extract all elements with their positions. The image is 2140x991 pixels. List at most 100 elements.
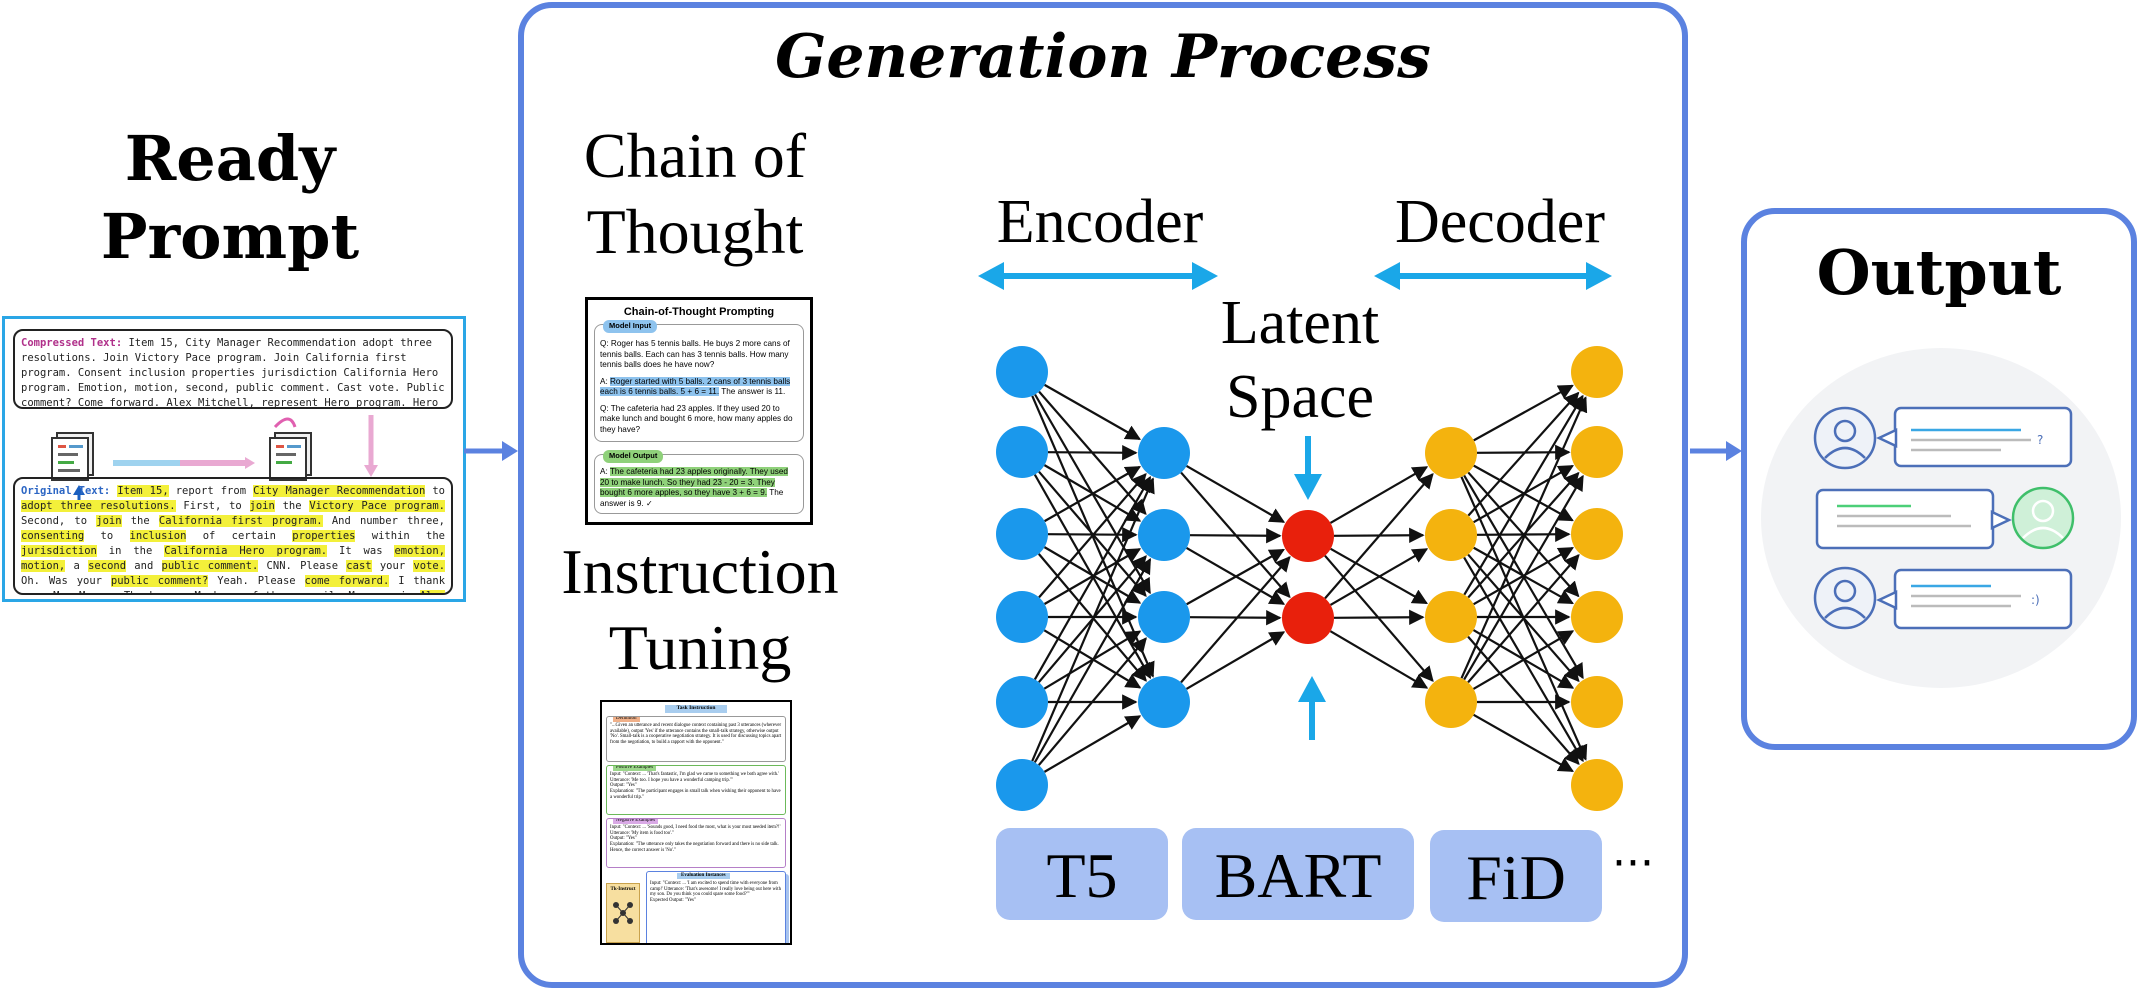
- highlighted-token: public comment?: [110, 575, 209, 587]
- latent-node: [1282, 510, 1334, 562]
- plain-token: and: [126, 560, 162, 572]
- cot-q2: Q: The cafeteria had 23 apples. If they …: [600, 403, 793, 434]
- highlighted-token: consenting: [21, 530, 85, 542]
- network-edge: [1329, 548, 1429, 606]
- cot-input-box: Model Input Q: Roger has 5 tennis balls.…: [594, 320, 804, 442]
- network-edge: [1472, 630, 1575, 690]
- chat-bubble-1: ?: [1876, 406, 2073, 468]
- it-eval-row: Tk-Instruct Evaluation Instances Input: …: [606, 870, 786, 943]
- output-node: [1571, 759, 1623, 811]
- it-positive-input: Input: "Context: ... 'That's fantastic, …: [610, 771, 780, 783]
- plain-token: to: [425, 485, 445, 497]
- it-positive-expl: Explanation: "The participant engages in…: [610, 789, 781, 800]
- instruction-card: Task Instruction Definition "...Given an…: [600, 700, 792, 945]
- plain-token: in the: [96, 545, 165, 557]
- output-title: Output: [1816, 236, 2062, 309]
- network-edge: [1044, 465, 1142, 523]
- network-edge: [1467, 553, 1580, 684]
- plain-token: Yeah. Please: [208, 575, 305, 587]
- original-text-box: Original Text: Item 15, report from City…: [13, 477, 453, 595]
- cot-card: Chain-of-Thought Prompting Model Input Q…: [585, 297, 813, 525]
- plain-token: to: [84, 530, 130, 542]
- model-bart-label: BART: [1214, 840, 1382, 911]
- it-eval-input: Input: "Context: ... 'I am excited to sp…: [650, 880, 781, 898]
- plain-token: First, to: [175, 500, 250, 512]
- network-edge: [1033, 475, 1152, 680]
- it-negative-tag: Negative Examples: [613, 818, 659, 824]
- cot-a1-suffix: The answer is 11.: [719, 387, 786, 396]
- instruction-tuning-label: Instruction Tuning: [530, 534, 870, 686]
- it-positive-tag: Positive Examples: [613, 765, 657, 771]
- plain-token: the: [274, 500, 310, 512]
- highlighted-token: come forward.: [304, 575, 390, 587]
- highlighted-token: cast: [346, 560, 372, 572]
- highlighted-token: Victory Pace program.: [309, 500, 445, 512]
- plain-token: report from: [168, 485, 254, 497]
- encoder-hidden-node: [1138, 427, 1190, 479]
- cot-card-title: Chain-of-Thought Prompting: [623, 306, 775, 318]
- highlighted-token: California Hero program.: [164, 545, 328, 557]
- model-t5-label: T5: [1046, 840, 1118, 911]
- highlighted-token: second: [88, 560, 127, 572]
- latent-down-arrow: [1294, 436, 1322, 500]
- decoder-span-arrow: [1374, 262, 1612, 290]
- encoder-hidden-node: [1138, 676, 1190, 728]
- highlighted-token: vote.: [413, 560, 446, 572]
- ready-prompt-title: Ready Prompt: [40, 120, 420, 276]
- encoder-label: Encoder: [996, 188, 1204, 256]
- network-edge: [1467, 635, 1580, 766]
- input-node: [996, 591, 1048, 643]
- network-edge: [1473, 546, 1574, 606]
- it-eval-output: Expected Output: "Yes": [650, 898, 696, 904]
- plain-token: It was: [327, 545, 395, 557]
- ready-prompt-title-line1: Ready: [124, 122, 336, 195]
- network-edge: [1186, 548, 1285, 606]
- network-edge: [1185, 631, 1286, 690]
- chat-bubble-3: :): [1876, 568, 2073, 630]
- highlighted-token: California first program.: [158, 515, 323, 527]
- encoder-span-arrow: [978, 262, 1218, 290]
- generation-process-title: Generation Process: [775, 22, 1431, 92]
- compressed-text-label: Compressed Text:: [21, 337, 123, 349]
- cot-a2-suffix: The answer is 9. ✓: [600, 488, 784, 508]
- instruction-tuning-line2: Tuning: [608, 612, 792, 683]
- tk-instruct-label: Tk-Instruct: [610, 886, 636, 892]
- original-text-label: Original Text:: [21, 485, 111, 497]
- compressed-text-body: Item 15, City Manager Recommendation ado…: [21, 337, 445, 409]
- network-edge: [1463, 474, 1584, 681]
- output-node: [1571, 591, 1623, 643]
- cot-output-box: Model Output A: The cafeteria had 23 app…: [594, 450, 804, 514]
- tk-instruct-box: Tk-Instruct: [606, 882, 640, 943]
- cot-a1-prefix: A:: [600, 376, 611, 386]
- network-edge: [1329, 630, 1429, 689]
- plain-token: Oh. Was your: [21, 575, 111, 587]
- network-edge: [1043, 548, 1142, 605]
- model-fid-box: FiD: [1430, 830, 1602, 922]
- encoder-hidden-node: [1138, 591, 1190, 643]
- cot-input-tag: Model Input: [603, 320, 658, 333]
- decoder-hidden-node: [1425, 427, 1477, 479]
- input-node: [996, 508, 1048, 560]
- chat-bubble-2: [1815, 488, 2012, 550]
- cot-a2-prefix: A:: [600, 467, 610, 476]
- cot-q1: Q: Roger has 5 tennis balls. He buys 2 m…: [600, 339, 790, 369]
- highlighted-token: jurisdiction: [21, 545, 97, 557]
- network-edge: [1044, 383, 1142, 441]
- it-card-title: Task Instruction: [665, 705, 727, 713]
- plain-token: I thank you, Mr. Mayor. Thank you. Membe…: [21, 575, 446, 593]
- arrow-right-icon: [1690, 441, 1742, 461]
- plain-token: And number three,: [322, 515, 445, 527]
- it-definition-tag: Definition: [613, 716, 640, 722]
- output-node: [1571, 676, 1623, 728]
- compressed-text-box: Compressed Text: Item 15, City Manager R…: [13, 329, 453, 409]
- highlighted-token: properties: [292, 530, 356, 542]
- highlighted-token: join: [96, 515, 122, 527]
- it-eval-box: Evaluation Instances Input: "Context: ..…: [646, 870, 786, 943]
- bubble3-mark: :): [2031, 593, 2040, 607]
- network-edge: [1043, 546, 1142, 604]
- network-edge: [1047, 445, 1138, 461]
- network-edge: [1324, 472, 1434, 600]
- it-definition-text: "...Given an utterance and recent dialog…: [610, 722, 782, 746]
- original-text-body: Item 15, report from City Manager Recomm…: [21, 485, 446, 593]
